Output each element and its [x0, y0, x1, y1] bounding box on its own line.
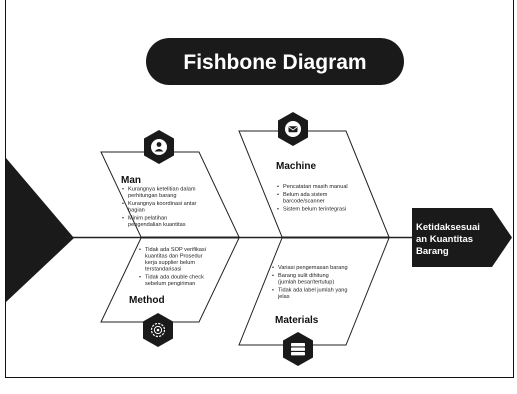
- category-method: • Tidak ada SOP verifikasi kuantitas dan…: [100, 237, 240, 347]
- person-icon: [151, 139, 167, 155]
- title-badge: Fishbone Diagram: [146, 38, 404, 85]
- materials-item-2-line-2: (jumlah besar/tertutup): [278, 280, 334, 286]
- method-item-1-line-4: terstandarisasi: [145, 267, 181, 273]
- fishbone-diagram: Fishbone Diagram Ketidaksesuai an Kuanti…: [6, 38, 512, 366]
- fish-tail: [6, 158, 74, 302]
- man-item-1-line-2: perhitungan barang: [128, 193, 177, 199]
- svg-text:•: •: [122, 216, 124, 222]
- machine-item-1: Pencatatan masih manual: [283, 184, 348, 190]
- category-man: Man • Kurangnya ketelitian dalam perhitu…: [100, 130, 240, 238]
- svg-text:•: •: [272, 265, 274, 271]
- materials-item-2-line-1: Barang sulit dihitung: [278, 273, 329, 279]
- man-item-1-line-1: Kurangnya ketelitian dalam: [128, 187, 196, 193]
- effect-line-3: Barang: [416, 246, 449, 257]
- fish-head: [412, 208, 512, 267]
- svg-text:•: •: [122, 201, 124, 207]
- method-label: Method: [129, 295, 165, 306]
- machine-item-2-line-2: barcode/scanner: [283, 199, 325, 205]
- gear-icon: [150, 322, 166, 338]
- method-item-1-line-1: Tidak ada SOP verifikasi: [145, 247, 206, 253]
- method-item-2-line-2: sebelum pengiriman: [145, 281, 195, 287]
- machine-label: Machine: [276, 161, 316, 172]
- title-pill: [146, 38, 404, 85]
- materials-label: Materials: [275, 315, 319, 326]
- svg-text:•: •: [122, 187, 124, 193]
- page-title: Fishbone Diagram: [183, 51, 366, 74]
- method-bone: [100, 237, 240, 323]
- man-item-2-line-1: Kurangnya koordinasi antar: [128, 201, 197, 207]
- man-item-2-line-2: bagian: [128, 208, 145, 214]
- svg-text:•: •: [139, 275, 141, 281]
- materials-item-1: Variasi pengemasan barang: [278, 265, 348, 271]
- method-item-1-line-2: kuantitas dan Prosedur: [145, 254, 203, 260]
- svg-text:•: •: [272, 273, 274, 279]
- stack-icon: [291, 343, 305, 356]
- man-item-3-line-1: Minim pelatihan: [128, 216, 167, 222]
- category-machine: Machine • Pencatatan masih manual • Belu…: [238, 112, 390, 238]
- machine-item-3: Sistem belum terintegrasi: [283, 207, 346, 213]
- svg-text:•: •: [272, 288, 274, 294]
- man-label: Man: [121, 175, 141, 186]
- svg-text:•: •: [277, 207, 279, 213]
- machine-bone: [238, 130, 390, 238]
- svg-text:•: •: [277, 192, 279, 198]
- method-item-1-line-3: kerja supplier belum: [145, 260, 195, 266]
- method-item-2-line-1: Tidak ada double check: [145, 275, 204, 281]
- category-materials: • Variasi pengemasan barang • Barang sul…: [238, 237, 390, 366]
- man-item-3-line-2: pengendalian kuantitas: [128, 222, 186, 228]
- effect-line-2: an Kuantitas: [416, 234, 473, 245]
- effect-line-1: Ketidaksesuai: [416, 222, 480, 233]
- svg-text:•: •: [139, 247, 141, 253]
- materials-bone: [238, 237, 390, 346]
- materials-item-3-line-1: Tidak ada label jumlah yang: [278, 288, 347, 294]
- machine-item-2-line-1: Belum ada sistem: [283, 192, 328, 198]
- materials-item-3-line-2: jelas: [277, 294, 290, 300]
- chat-icon: [285, 121, 301, 137]
- diagram-area: Fishbone Diagram Ketidaksesuai an Kuanti…: [5, 0, 514, 378]
- svg-text:•: •: [277, 184, 279, 190]
